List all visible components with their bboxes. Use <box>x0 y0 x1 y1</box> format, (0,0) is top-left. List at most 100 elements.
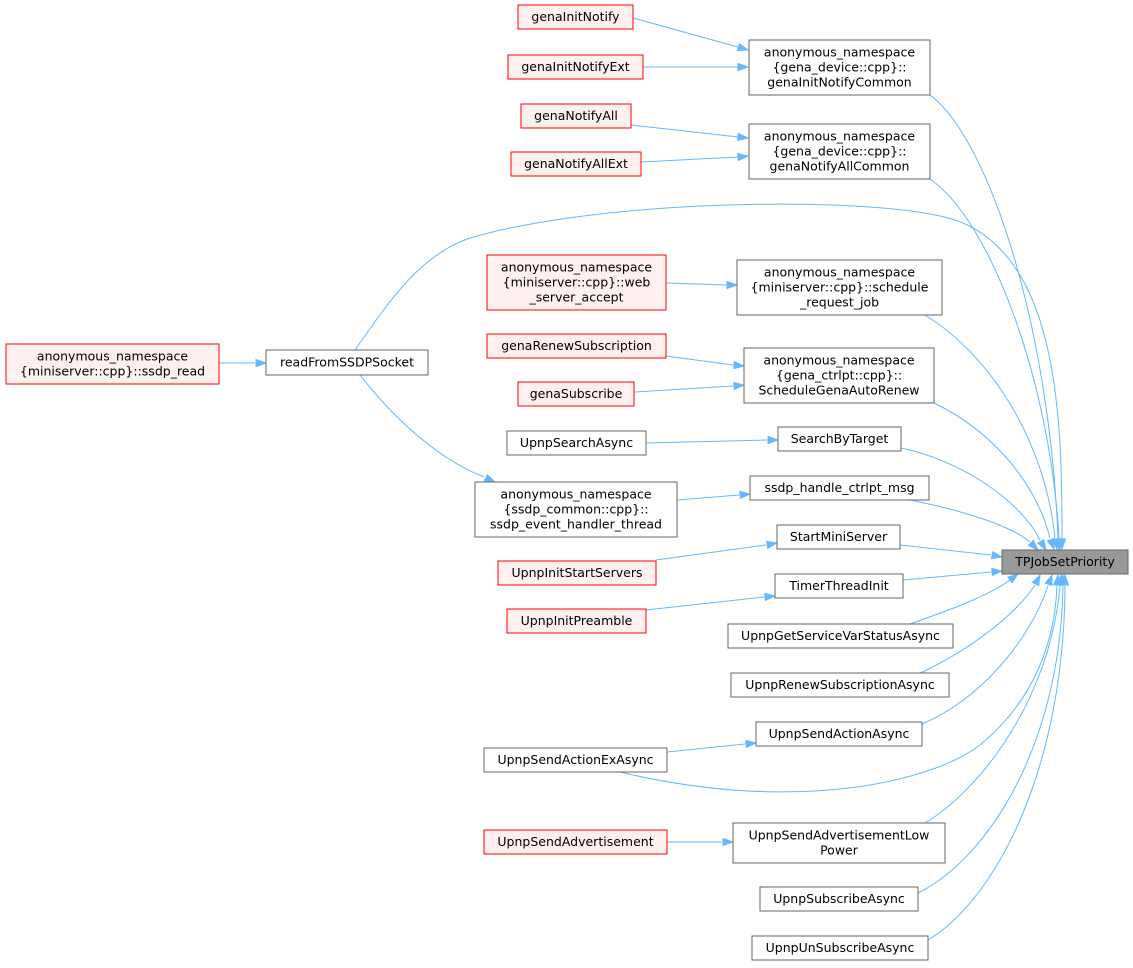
edge-readFromSSDPSocket-to-ssdp_event_handler_thread <box>359 374 497 483</box>
node-box <box>520 103 632 129</box>
node-readFromSSDPSocket[interactable]: readFromSSDPSocket <box>265 349 429 376</box>
edge-line <box>359 374 485 478</box>
node-label: ssdp_handle_ctrlpt_msg <box>764 480 914 495</box>
node-genaInitNotifyExt[interactable]: genaInitNotifyExt <box>507 54 644 80</box>
edge-line <box>899 544 992 556</box>
edge-arrowhead <box>737 62 750 72</box>
edge-arrowhead <box>726 280 739 290</box>
edge-UpnpUnSubscribeAsync-to-target <box>927 573 1070 941</box>
edge-genaRenewSubscription-to-ScheduleGenaAutoRenew <box>665 355 746 370</box>
node-label: Power <box>820 843 859 858</box>
node-label: UpnpInitPreamble <box>521 613 633 628</box>
node-box <box>749 475 930 501</box>
edge-arrowhead <box>1046 537 1055 551</box>
edge-genaInitNotifyCommon-to-target <box>929 94 1063 551</box>
edge-arrowhead <box>737 152 750 162</box>
edge-line <box>640 156 739 163</box>
node-label: UpnpSearchAsync <box>520 435 633 450</box>
node-label: UpnpSendAdvertisementLow <box>749 828 930 843</box>
node-label: UpnpRenewSubscriptionAsync <box>745 677 935 692</box>
node-genaNotifyAll[interactable]: genaNotifyAll <box>520 103 632 129</box>
node-box <box>510 151 642 177</box>
node-genaInitNotify[interactable]: genaInitNotify <box>517 4 634 30</box>
node-ssdp_handle_ctrlpt_msg[interactable]: ssdp_handle_ctrlpt_msg <box>749 475 930 501</box>
node-UpnpUnSubscribeAsync[interactable]: UpnpUnSubscribeAsync <box>751 935 929 961</box>
node-box <box>777 426 902 452</box>
node-box <box>507 54 644 80</box>
node-genaNotifyAllCommon[interactable]: anonymous_namespace{gena_device::cpp}::g… <box>748 123 931 180</box>
node-box <box>497 560 657 586</box>
node-label: anonymous_namespace <box>764 45 915 60</box>
node-label: {miniserver::cpp}::web <box>503 275 651 290</box>
edge-line <box>619 585 1058 793</box>
node-box <box>486 333 667 359</box>
node-TimerThreadInit[interactable]: TimerThreadInit <box>774 573 904 599</box>
node-web_server_accept[interactable]: anonymous_namespace{miniserver::cpp}::we… <box>486 254 667 311</box>
node-box <box>474 481 678 538</box>
node-box <box>1001 549 1129 575</box>
node-genaSubscribe[interactable]: genaSubscribe <box>517 381 635 407</box>
edge-line <box>927 585 1066 941</box>
edge-line <box>917 585 1064 894</box>
node-genaNotifyAllExt[interactable]: genaNotifyAllExt <box>510 151 642 177</box>
edge-arrowhead <box>733 381 746 391</box>
node-UpnpRenewSubscriptionAsync[interactable]: UpnpRenewSubscriptionAsync <box>730 672 950 698</box>
node-box <box>748 39 931 96</box>
node-label: genaInitNotify <box>531 9 620 24</box>
node-SearchByTarget[interactable]: SearchByTarget <box>777 426 902 452</box>
node-box <box>727 623 954 649</box>
edge-UpnpSearchAsync-to-SearchByTarget <box>645 435 780 445</box>
node-UpnpInitPreamble[interactable]: UpnpInitPreamble <box>506 608 647 634</box>
node-UpnpInitStartServers[interactable]: UpnpInitStartServers <box>497 560 657 586</box>
node-UpnpGetServiceVarStatusAsync[interactable]: UpnpGetServiceVarStatusAsync <box>727 623 954 649</box>
node-box <box>755 721 923 747</box>
edge-genaNotifyAll-to-genaNotifyAllCommon <box>630 124 750 142</box>
edge-arrowhead <box>722 837 735 847</box>
nodes-layer: TPJobSetPriority genaInitNotify genaInitNo… <box>5 4 1129 961</box>
edge-ScheduleGenaAutoRenew-to-target <box>933 402 1055 551</box>
edge-line <box>665 282 727 286</box>
node-ssdp_read[interactable]: anonymous_namespace{miniserver::cpp}::ss… <box>5 343 220 385</box>
edge-line <box>655 544 767 561</box>
edge-schedule_request_job-to-target <box>924 314 1060 551</box>
node-schedule_request_job[interactable]: anonymous_namespace{miniserver::cpp}::sc… <box>736 259 943 316</box>
edge-ssdp_read-to-readFromSSDPSocket <box>219 358 268 368</box>
edge-arrowhead <box>990 550 1004 560</box>
edge-arrowhead <box>737 132 750 142</box>
edge-arrowhead <box>483 473 497 483</box>
node-box <box>776 524 901 550</box>
node-UpnpSearchAsync[interactable]: UpnpSearchAsync <box>506 430 647 456</box>
node-label: anonymous_namespace <box>764 265 915 280</box>
edge-arrowhead <box>767 435 780 445</box>
node-ssdp_event_handler_thread[interactable]: anonymous_namespace{ssdp_common::cpp}::s… <box>474 481 678 538</box>
edge-line <box>929 94 1059 539</box>
node-label: UpnpInitStartServers <box>512 565 643 580</box>
edge-line <box>630 124 739 138</box>
node-genaRenewSubscription[interactable]: genaRenewSubscription <box>486 333 667 359</box>
edge-line <box>921 585 1049 725</box>
node-genaInitNotifyCommon[interactable]: anonymous_namespace{gena_device::cpp}::g… <box>748 39 931 96</box>
edge-arrowhead <box>1044 573 1053 587</box>
node-label: {miniserver::cpp}::ssdp_read <box>20 364 205 379</box>
edge-UpnpInitPreamble-to-TimerThreadInit <box>645 592 777 611</box>
edge-line <box>632 17 739 48</box>
node-UpnpSendAdvertisement[interactable]: UpnpSendAdvertisement <box>483 829 668 855</box>
edge-arrowhead <box>1036 538 1047 552</box>
node-label: TPJobSetPriority <box>1014 554 1115 569</box>
edge-line <box>666 743 746 753</box>
node-label: ssdp_event_handler_thread <box>490 517 662 532</box>
edge-line <box>354 203 1063 539</box>
node-box <box>265 349 429 376</box>
edge-genaSubscribe-to-ScheduleGenaAutoRenew <box>633 381 746 393</box>
node-box <box>743 347 935 404</box>
node-StartMiniServer[interactable]: StartMiniServer <box>776 524 901 550</box>
node-label: UpnpSendAdvertisement <box>497 834 653 849</box>
node-UpnpSendActionExAsync[interactable]: UpnpSendActionExAsync <box>483 747 668 773</box>
node-box <box>517 4 634 30</box>
node-box <box>736 259 943 316</box>
node-UpnpSubscribeAsync[interactable]: UpnpSubscribeAsync <box>759 886 919 912</box>
node-box <box>506 608 647 634</box>
node-UpnpSendActionAsync[interactable]: UpnpSendActionAsync <box>755 721 923 747</box>
node-ScheduleGenaAutoRenew[interactable]: anonymous_namespace{gena_ctrlpt::cpp}::S… <box>743 347 935 404</box>
